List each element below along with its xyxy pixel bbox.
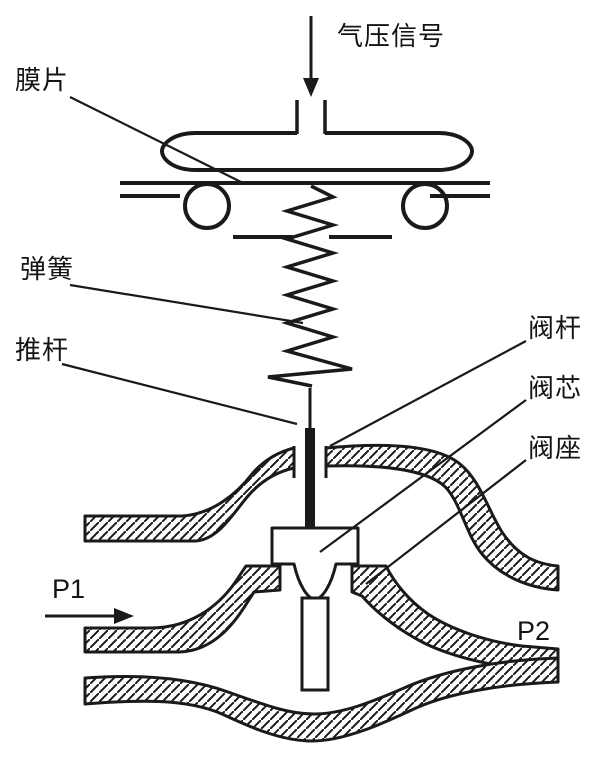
stem-packing (292, 446, 328, 478)
valve-seat-leader (365, 459, 527, 585)
spring-coil (267, 184, 353, 388)
valve-body (83, 443, 560, 743)
valve-stem-leader (329, 340, 527, 447)
p1-label: P1 (52, 574, 86, 604)
valve-stem-label: 阀杆 (528, 313, 583, 343)
valve-seat-label: 阀座 (528, 433, 583, 463)
leader-lines (61, 96, 527, 585)
actuator-lower-shell (183, 182, 449, 239)
push-rod-label: 推杆 (15, 335, 70, 365)
actuator-inlet-pipe (295, 100, 327, 134)
actuator-shell (159, 131, 475, 172)
flow-arrow-p1 (45, 608, 134, 624)
valve-stem-guide (300, 596, 330, 692)
diaphragm-label: 膜片 (15, 65, 70, 95)
spring-label: 弹簧 (20, 254, 75, 284)
valve-core-label: 阀芯 (528, 373, 583, 403)
air-signal-label: 气压信号 (337, 21, 446, 51)
p2-label: P2 (517, 616, 551, 646)
outlet-top-wall (324, 443, 560, 592)
diaphragm-leader (69, 96, 244, 184)
valve-plug (270, 526, 360, 601)
inlet-top-wall (83, 446, 296, 543)
valve-core-leader (319, 399, 527, 553)
push-rod-leader (61, 362, 298, 426)
air-signal-arrow (303, 16, 319, 97)
seat-left-wall (83, 564, 282, 654)
spring-leader (69, 283, 304, 325)
bottom-wall (83, 656, 560, 743)
